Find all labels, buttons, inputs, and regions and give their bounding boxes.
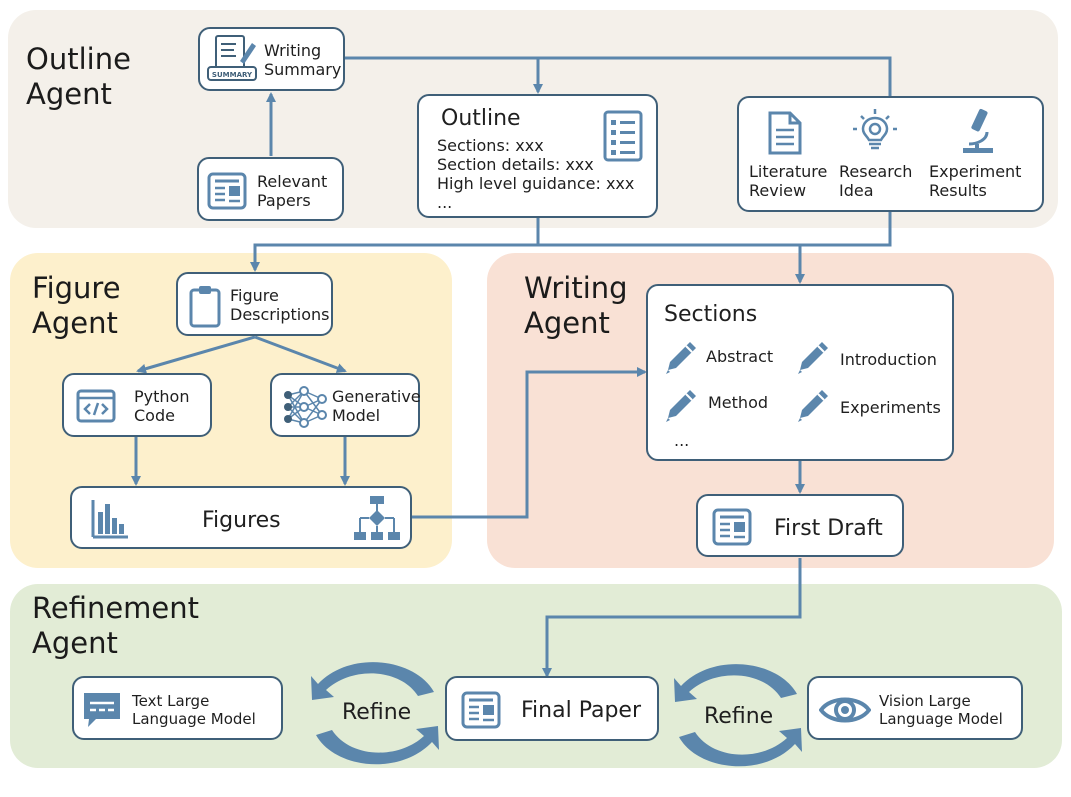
refine-left-label: Refine [342,700,412,725]
code-window-icon [76,389,116,423]
vision-llm-label: Vision Large Language Model [879,692,1003,728]
text-llm-label: Text Large Language Model [132,692,256,728]
outline-line-ellipsis: ... [437,193,453,212]
microscope-icon [959,106,999,156]
relevant-papers-label: Relevant Papers [257,172,328,210]
figures-label: Figures [202,508,281,533]
final-paper-label: Final Paper [521,698,642,723]
relevant-papers-box: Relevant Papers [197,157,344,221]
research-inputs-box: Literature Review Research Idea Experime… [737,96,1044,212]
writing-summary-box: SUMMARY Writing Summary [198,27,345,91]
literature-review-label: Literature Review [749,162,828,200]
pencil-icon [662,338,700,376]
lightbulb-icon [851,108,899,156]
section-abstract-label: Abstract [706,347,774,366]
pencil-icon [662,386,700,424]
final-paper-box: Final Paper [445,676,659,741]
first-draft-label: First Draft [774,516,883,541]
outline-line-guidance: High level guidance: xxx [437,174,635,193]
figure-descriptions-label: Figure Descriptions [230,286,330,324]
outline-title: Outline [441,106,521,131]
chat-icon [82,690,122,730]
newspaper-icon [461,690,501,730]
python-code-label: Python Code [134,387,190,425]
vision-llm-box: Vision Large Language Model [807,676,1023,740]
refine-right-label: Refine [704,704,774,729]
figure-agent-title: Figure Agent [32,271,121,340]
outline-agent-title: Outline Agent [26,42,131,111]
refinement-agent-title: Refinement Agent [32,591,200,660]
flowchart-icon [354,494,400,544]
writing-summary-label: Writing Summary [264,41,342,79]
section-introduction-label: Introduction [840,350,937,369]
eye-icon [819,690,871,730]
writing-agent-title: Writing Agent [524,271,628,340]
bar-chart-icon [90,498,130,540]
first-draft-box: First Draft [696,494,904,557]
section-method-label: Method [708,393,769,412]
newspaper-icon [207,171,247,211]
outline-line-section-details: Section details: xxx [437,155,594,174]
figure-descriptions-box: Figure Descriptions [176,272,333,336]
clipboard-icon [188,284,222,328]
summary-document-icon: SUMMARY [206,33,258,87]
experiment-results-label: Experiment Results [929,162,1022,200]
research-idea-label: Research Idea [839,162,913,200]
pencil-icon [794,338,832,376]
sections-title: Sections [664,302,758,327]
outline-line-sections: Sections: xxx [437,136,544,155]
text-llm-box: Text Large Language Model [72,676,283,740]
outline-box: Outline Sections: xxx Section details: x… [417,94,658,218]
sections-box: Sections Abstract Introduction Method Ex… [646,284,954,461]
python-code-box: Python Code [62,373,212,437]
generative-model-box: Generative Model [270,373,421,437]
neural-network-icon [280,383,330,431]
pencil-icon [794,386,832,424]
newspaper-icon [712,507,752,547]
section-experiments-label: Experiments [840,398,941,417]
summary-icon-text: SUMMARY [212,71,253,79]
figures-box: Figures [70,486,412,549]
document-icon [767,110,803,156]
generative-model-label: Generative Model [332,387,421,425]
sections-ellipsis: ... [674,431,690,450]
list-icon [603,110,643,162]
